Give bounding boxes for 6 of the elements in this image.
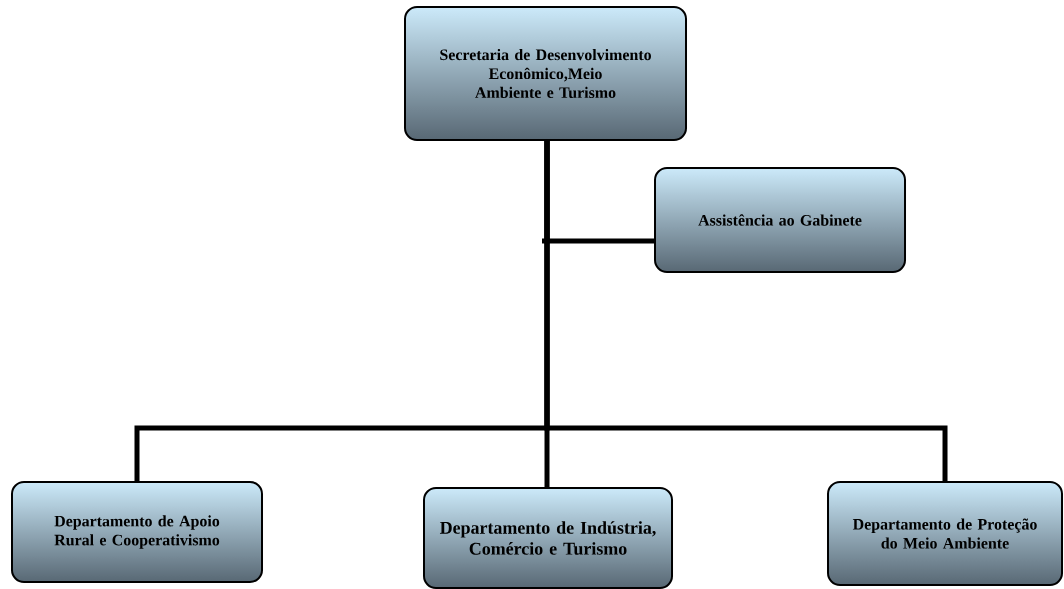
org-box: Assistência ao Gabinete [654, 167, 906, 273]
org-box: Departamento de Apoio Rural e Cooperativismo [11, 481, 263, 583]
org-box: Departamento de Indústria, Comércio e Turismo [423, 487, 673, 589]
org-box: Departamento de Proteção do Meio Ambiente [827, 481, 1063, 586]
org-box: Secretaria de Desenvolvimento Econômico,Meio Ambiente e Turismo [404, 6, 687, 141]
connector-line [544, 141, 948, 481]
